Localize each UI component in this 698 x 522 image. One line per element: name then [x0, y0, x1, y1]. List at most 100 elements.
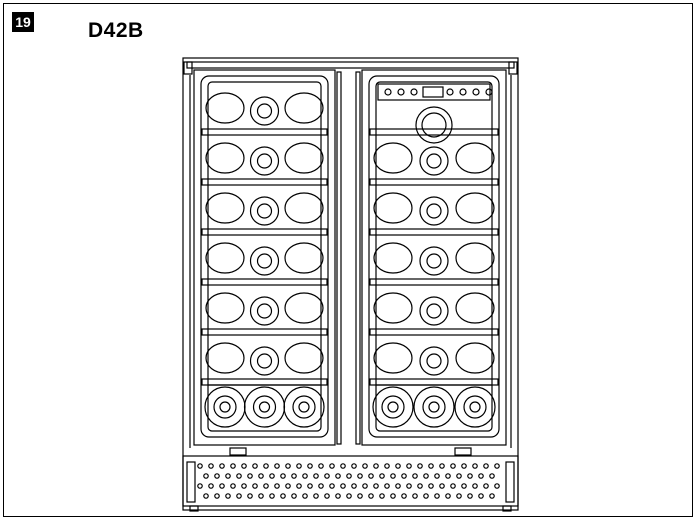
kick-plate-side-left: [186, 461, 196, 503]
vent-hole: [428, 463, 434, 469]
shelf-rail: [369, 328, 499, 336]
vent-hole: [395, 463, 401, 469]
vent-hole: [269, 473, 275, 479]
bottom-bottle-cork: [298, 401, 310, 413]
vent-hole: [445, 493, 451, 499]
vent-hole: [329, 483, 335, 489]
bottle-side: [284, 192, 324, 224]
vent-hole: [230, 463, 236, 469]
vent-hole: [280, 493, 286, 499]
bottle-punt: [256, 303, 273, 319]
vent-hole: [197, 463, 203, 469]
vent-hole: [335, 493, 341, 499]
vent-hole: [291, 493, 297, 499]
control-button: [410, 88, 418, 96]
control-button: [384, 88, 392, 96]
shelf-rail: [201, 178, 328, 186]
vent-hole: [313, 473, 319, 479]
bottle-side: [205, 92, 245, 124]
vent-hole: [423, 493, 429, 499]
control-button: [459, 88, 467, 96]
vent-hole: [489, 493, 495, 499]
bottle-bottom: [419, 146, 449, 176]
vent-hole: [445, 473, 451, 479]
vent-hole: [406, 463, 412, 469]
control-button: [485, 88, 493, 96]
vent-hole: [241, 483, 247, 489]
vent-hole: [346, 473, 352, 479]
bottom-bottle-cork: [428, 401, 440, 413]
vent-hole: [439, 463, 445, 469]
bottle-side: [373, 342, 413, 374]
vent-hole: [384, 483, 390, 489]
vent-hole: [258, 473, 264, 479]
bottom-bottle-cork: [258, 401, 271, 413]
left-door-handle: [336, 71, 342, 445]
vent-hole: [362, 483, 368, 489]
vent-hole: [236, 493, 242, 499]
bottle-punt: [256, 253, 273, 269]
vent-hole: [478, 493, 484, 499]
bottle-side: [373, 142, 413, 174]
bottle-side: [284, 342, 324, 374]
vent-hole: [450, 463, 456, 469]
vent-hole: [379, 473, 385, 479]
left-door-glass: [200, 75, 329, 438]
right-door-glass: [368, 75, 500, 438]
vent-hole: [423, 473, 429, 479]
bottom-bottle-cork: [219, 401, 231, 413]
vent-hole: [467, 473, 473, 479]
bottom-bottle-cork: [469, 401, 481, 413]
vent-hole: [439, 483, 445, 489]
figure-frame: [3, 3, 693, 517]
shelf-rail: [369, 178, 499, 186]
right-door-liner: [375, 81, 493, 432]
vent-hole: [340, 483, 346, 489]
vent-hole: [401, 493, 407, 499]
bottle-bottom: [419, 346, 449, 376]
bottle-side: [205, 242, 245, 274]
vent-hole: [412, 493, 418, 499]
bottle-side: [284, 242, 324, 274]
bottle-bottom: [249, 96, 280, 126]
bottle-punt: [426, 303, 442, 319]
vent-hole: [362, 463, 368, 469]
vent-hole: [456, 493, 462, 499]
top-hinge-strip: [186, 61, 515, 69]
bottom-bottle: [454, 386, 496, 428]
vent-hole: [434, 493, 440, 499]
bottom-bottle-neck: [381, 395, 405, 419]
bottle-side: [455, 242, 495, 274]
vent-hole: [494, 483, 500, 489]
vent-hole: [467, 493, 473, 499]
bottle-punt: [426, 353, 442, 369]
shelf-rail: [369, 278, 499, 286]
vent-hole: [335, 473, 341, 479]
vent-hole: [351, 463, 357, 469]
bottle-side: [205, 142, 245, 174]
vent-hole: [340, 463, 346, 469]
bottle-punt: [256, 203, 273, 219]
bottom-bottle-neck: [213, 395, 237, 419]
vent-hole: [456, 473, 462, 479]
vent-hole: [269, 493, 275, 499]
shelf-rail: [369, 228, 499, 236]
vent-hole: [258, 493, 264, 499]
bottle-punt: [256, 103, 273, 119]
bottle-side: [455, 142, 495, 174]
bottle-side: [284, 142, 324, 174]
vent-hole: [203, 493, 209, 499]
vent-hole: [219, 463, 225, 469]
vent-hole: [318, 483, 324, 489]
shelf-rail: [369, 128, 499, 136]
vent-hole: [324, 473, 330, 479]
bottom-bottle: [243, 386, 286, 428]
vent-hole: [417, 483, 423, 489]
vent-hole: [346, 493, 352, 499]
vent-hole: [197, 483, 203, 489]
top-hinge-left: [183, 61, 193, 75]
vent-hole: [291, 473, 297, 479]
vent-hole: [247, 473, 253, 479]
bottom-latch-right: [454, 447, 472, 456]
bottle-side: [373, 192, 413, 224]
